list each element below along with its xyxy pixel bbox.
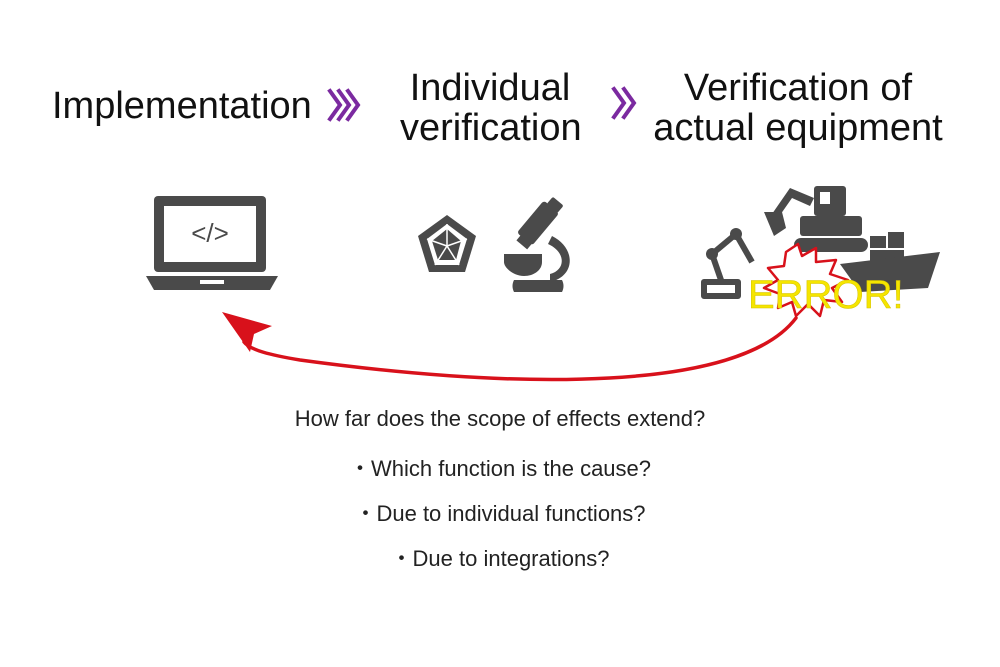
code-tag-text: </> (191, 218, 229, 248)
radar-chart-icon (418, 215, 476, 272)
microscope-icon (504, 197, 570, 292)
excavator-icon (764, 186, 868, 252)
chevron-icon (327, 88, 361, 122)
stage-title-implementation: Implementation (52, 85, 312, 127)
bullet-item: ・Due to individual functions? (354, 501, 646, 526)
error-burst-icon (762, 242, 850, 318)
laptop-code-icon: </> (146, 196, 278, 290)
stage-title-individual-verification: Individual verification (400, 67, 582, 149)
bullet-item: ・Due to integrations? (390, 546, 610, 571)
equipment-cluster: ERROR! (701, 186, 940, 318)
scope-question: How far does the scope of effects extend… (294, 406, 706, 431)
chevron-icon (611, 86, 637, 120)
error-text: ERROR! (748, 273, 904, 317)
bullet-item: ・Which function is the cause? (348, 456, 652, 481)
stage-title-actual-equipment: Verification of actual equipment (653, 67, 943, 149)
ship-icon (840, 232, 940, 292)
